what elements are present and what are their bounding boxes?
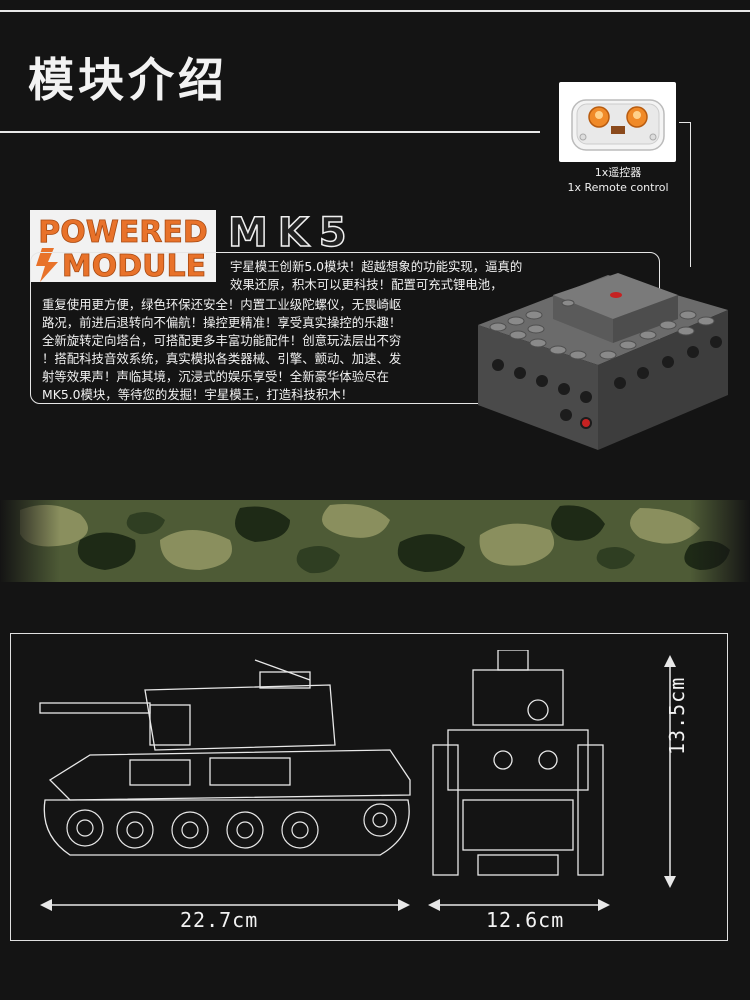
length-label: 22.7cm — [180, 908, 259, 932]
remote-caption-en: 1x Remote control — [567, 181, 669, 194]
lightning-icon — [36, 248, 58, 282]
description-line: 宇星模王创新5.0模块！超越想象的功能实现，逼真的 — [230, 259, 523, 274]
camouflage-band — [0, 500, 750, 586]
height-arrow — [664, 655, 676, 888]
tank-side-view — [39, 659, 411, 856]
width-label: 12.6cm — [486, 908, 565, 932]
description-line: MK5.0模块，等待您的发掘！宇星模王，打造科技积木！ — [42, 387, 354, 402]
tank-front-view — [432, 650, 604, 876]
logo-line1: POWERED — [38, 215, 208, 250]
top-rule — [0, 10, 750, 12]
model-name: MK5 — [227, 209, 357, 257]
title-underline — [0, 131, 540, 133]
length-arrow — [40, 899, 410, 911]
callout-connector-top — [679, 122, 691, 123]
height-label: 13.5cm — [665, 676, 689, 755]
remote-control-image — [559, 82, 676, 162]
remote-caption-cn: 1x遥控器 — [594, 166, 642, 179]
callout-connector-vertical — [690, 122, 691, 267]
description-line: ！搭配科技音效系统，真实模拟各类器械、引擎、颤动、加速、发 — [42, 351, 402, 366]
description-line: 射等效果声！声临其境，沉浸式的娱乐享受！全新豪华体验尽在 — [42, 369, 389, 384]
page-title: 模块介绍 — [28, 53, 228, 107]
logo-line2: MODULE — [62, 249, 206, 284]
mk5-module-image — [458, 255, 738, 469]
dimensions-frame — [10, 633, 728, 941]
description-line: 效果还原，积木可以更科技！配置可充式锂电池， — [230, 277, 503, 292]
powered-module-logo: POWERED MODULE — [30, 210, 220, 288]
width-arrow — [428, 899, 610, 911]
description-line: 重复使用更方便，绿色环保还安全！内置工业级陀螺仪，无畏崎岖 — [42, 297, 402, 312]
description-line: 全新旋转定向塔台，可搭配更多丰富功能配件！创意玩法层出不穷 — [42, 333, 402, 348]
description-line: 路况，前进后退转向不偏航！操控更精准！享受真实操控的乐趣！ — [42, 315, 402, 330]
remote-caption: 1x遥控器 1x Remote control — [555, 165, 681, 195]
